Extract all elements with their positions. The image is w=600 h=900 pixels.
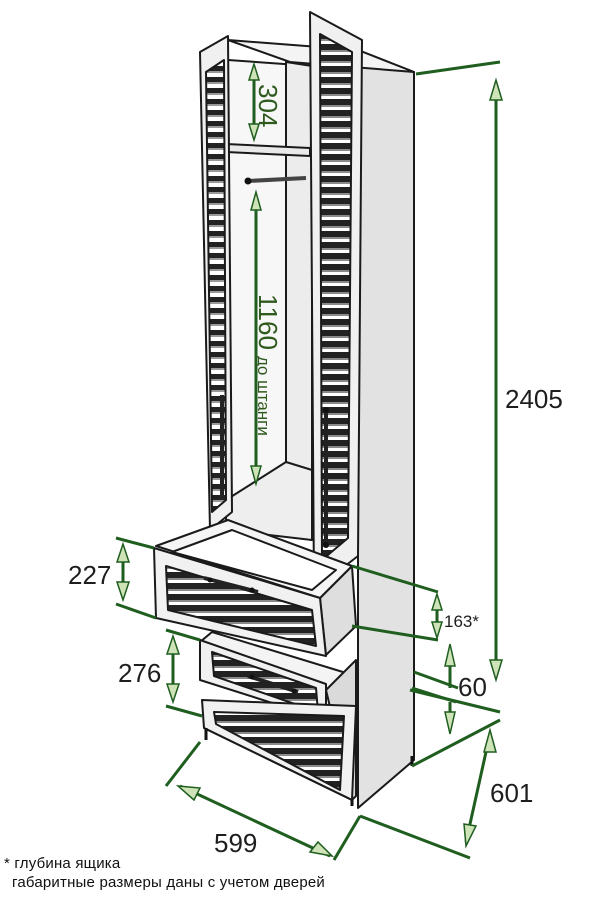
footnote-depth: * глубина ящика — [4, 855, 121, 872]
dim-top-shelf: 304 — [253, 84, 283, 127]
upper-drawer-handle — [203, 576, 259, 594]
dim-depth: 601 — [490, 778, 533, 808]
dim-to-rail-note: до штанги — [254, 356, 273, 436]
dim-to-rail: 1160 — [253, 294, 283, 350]
right-door — [309, 11, 363, 591]
upper-drawer — [153, 519, 357, 657]
dim-total-height: 2405 — [505, 384, 563, 414]
dim-drawer-depth: 163* — [444, 612, 479, 631]
side-panel — [357, 49, 415, 809]
hanging-rail — [244, 176, 307, 185]
footnote-overall: габаритные размеры даны с учетом дверей — [12, 874, 326, 891]
lower-drawer-handle — [247, 674, 299, 694]
right-door-handle — [323, 407, 329, 548]
dimension-arrows — [115, 61, 504, 858]
dim-plinth: 60 — [458, 672, 487, 702]
left-door — [199, 35, 233, 531]
bottom-drawer — [201, 699, 357, 801]
dim-drawer2-height: 276 — [118, 658, 161, 688]
dim-drawer1-height: 227 — [68, 560, 111, 590]
dim-width: 599 — [214, 828, 257, 858]
